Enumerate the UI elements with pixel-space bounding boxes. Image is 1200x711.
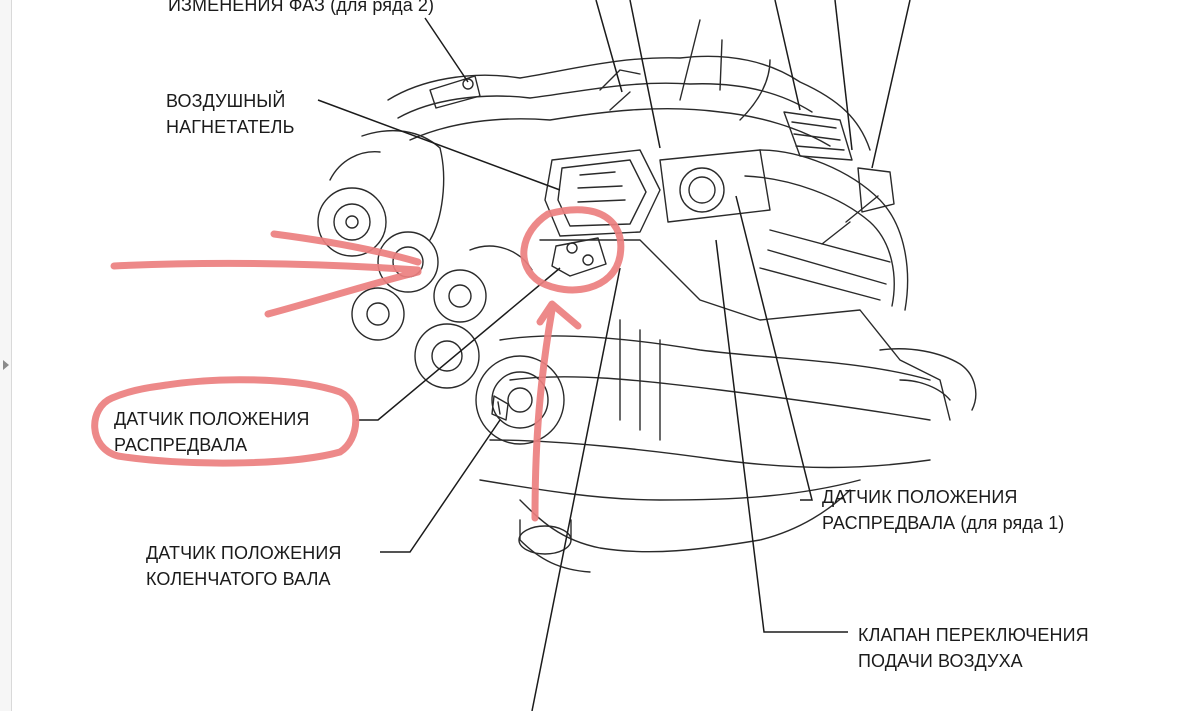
label-phase-bank2-line1: ИЗМЕНЕНИЯ ФАЗ (для ряда 2) [168, 0, 435, 15]
label-air-valve: КЛАПАН ПЕРЕКЛЮЧЕНИЯ ПОДАЧИ ВОЗДУХА [858, 622, 1089, 674]
arrow-lower-stroke [264, 268, 422, 318]
leader-cam-sensor-bank1 [735, 195, 813, 501]
label-cam-sensor-left-line2: РАСПРЕДВАЛА [114, 435, 248, 455]
label-air-valve-line2: ПОДАЧИ ВОЗДУХА [858, 651, 1023, 671]
arrow-up-shaft [531, 306, 556, 522]
engine-illustration [317, 19, 977, 573]
label-crank-sensor-line2: КОЛЕНЧАТОГО ВАЛА [146, 569, 331, 589]
circle-cam-label [91, 376, 360, 467]
label-cam-sensor-bank1-line1: ДАТЧИК ПОЛОЖЕНИЯ [822, 487, 1018, 507]
label-crank-sensor-line1: ДАТЧИК ПОЛОЖЕНИЯ [146, 543, 342, 563]
label-cam-sensor-left-line1: ДАТЧИК ПОЛОЖЕНИЯ [114, 409, 310, 429]
leader-lines [317, 0, 911, 711]
red-annotations [91, 206, 625, 522]
label-air-valve-line1: КЛАПАН ПЕРЕКЛЮЧЕНИЯ [858, 625, 1089, 645]
leader-crank-sensor [380, 419, 501, 553]
label-cam-sensor-bank1-line2: РАСПРЕДВАЛА (для ряда 1) [822, 513, 1065, 533]
label-phase-bank2: ИЗМЕНЕНИЯ ФАЗ (для ряда 2) [168, 0, 434, 18]
leader-supercharger [317, 99, 561, 191]
label-cam-sensor-left: ДАТЧИК ПОЛОЖЕНИЯ РАСПРЕДВАЛА [114, 406, 310, 458]
expand-arrow-icon[interactable] [3, 360, 9, 370]
leader-cam-sensor-left [356, 267, 561, 421]
arrow-middle-stroke [110, 259, 422, 274]
label-supercharger-line1: ВОЗДУШНЫЙ [166, 91, 286, 111]
leader-top-3 [774, 0, 801, 111]
leader-top-5 [871, 0, 911, 169]
leader-top-2 [629, 0, 661, 149]
leader-phase-bank2 [424, 17, 469, 83]
leader-top-4 [834, 0, 853, 151]
label-supercharger: ВОЗДУШНЫЙ НАГНЕТАТЕЛЬ [166, 88, 294, 140]
label-supercharger-line2: НАГНЕТАТЕЛЬ [166, 117, 295, 137]
leader-air-valve [715, 239, 848, 633]
leader-top-1 [595, 0, 623, 93]
arrow-up-head [536, 300, 582, 330]
left-panel-edge [0, 0, 12, 711]
circle-cam-sensor [520, 206, 625, 294]
label-cam-sensor-bank1: ДАТЧИК ПОЛОЖЕНИЯ РАСПРЕДВАЛА (для ряда 1… [822, 484, 1064, 536]
leader-bottom [531, 267, 621, 711]
label-crank-sensor: ДАТЧИК ПОЛОЖЕНИЯ КОЛЕНЧАТОГО ВАЛА [146, 540, 342, 592]
arrow-upper-stroke [270, 230, 422, 266]
